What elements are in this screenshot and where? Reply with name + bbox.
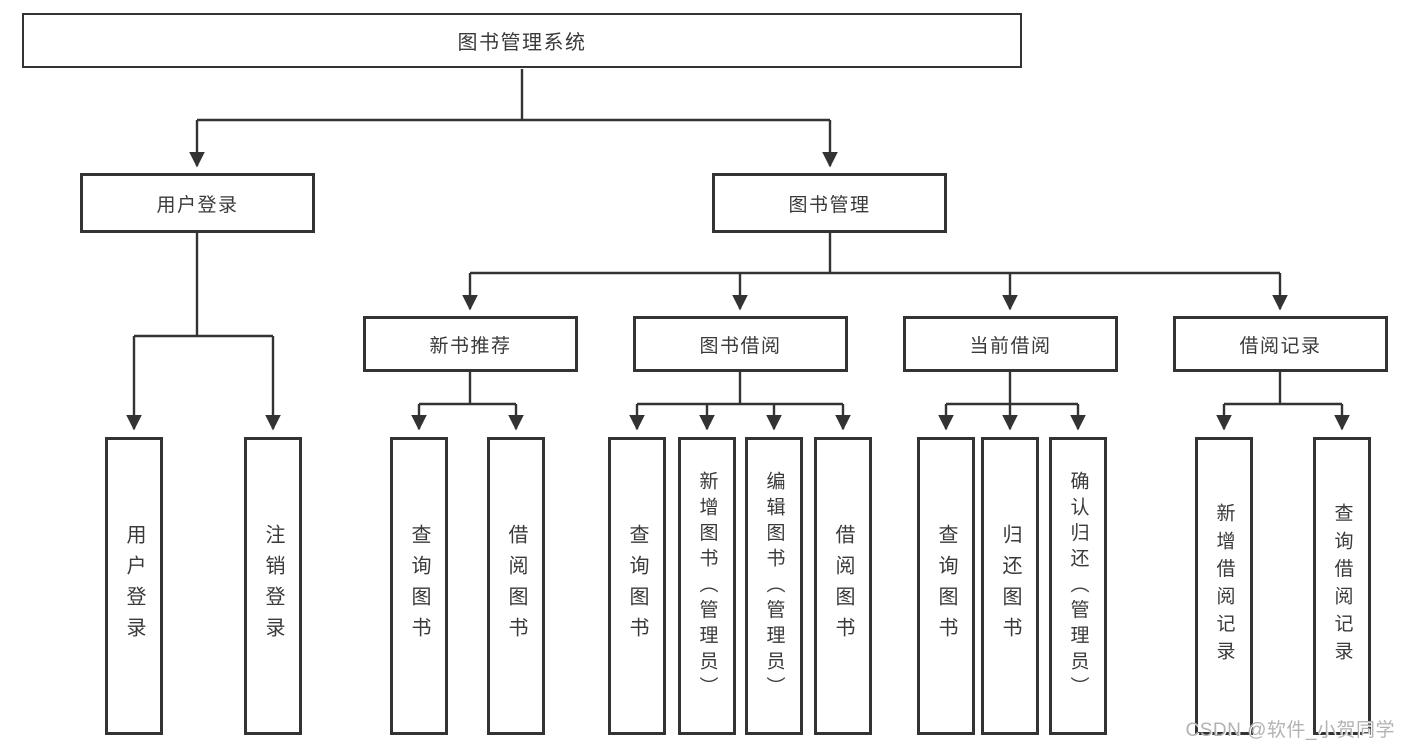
leaf-query-books-current: 查询图书 bbox=[917, 437, 975, 735]
node-user-login-branch: 用户登录 bbox=[80, 173, 315, 233]
node-borrowing-records: 借阅记录 bbox=[1173, 316, 1388, 372]
leaf-query-books-recommend: 查询图书 bbox=[390, 437, 448, 735]
connector-user-login-children bbox=[126, 232, 281, 431]
leaf-add-borrow-record: 新增借阅记录 bbox=[1195, 437, 1253, 735]
watermark-text: CSDN @软件_小贺同学 bbox=[1185, 720, 1395, 741]
leaf-return-books: 归还图书 bbox=[981, 437, 1039, 735]
leaf-user-login: 用户登录 bbox=[105, 437, 163, 735]
leaf-confirm-return-admin: 确认归还（管理员） bbox=[1049, 437, 1107, 735]
connector-current-borrow-children bbox=[938, 371, 1086, 431]
node-library-management-system: 图书管理系统 bbox=[22, 13, 1022, 68]
leaf-borrow-books-recommend: 借阅图书 bbox=[487, 437, 545, 735]
leaf-query-books-borrow: 查询图书 bbox=[608, 437, 666, 735]
node-book-borrowing: 图书借阅 bbox=[633, 316, 848, 372]
connector-borrow-records-children bbox=[1216, 371, 1350, 431]
node-current-borrowing: 当前借阅 bbox=[903, 316, 1118, 372]
connector-new-book-recommend-children bbox=[411, 371, 524, 431]
leaf-borrow-books: 借阅图书 bbox=[814, 437, 872, 735]
leaf-edit-book-admin: 编辑图书（管理员） bbox=[745, 437, 803, 735]
node-book-management: 图书管理 bbox=[712, 173, 947, 233]
leaf-query-borrow-record: 查询借阅记录 bbox=[1313, 437, 1371, 735]
connector-book-management-children bbox=[462, 232, 1288, 311]
leaf-logout: 注销登录 bbox=[244, 437, 302, 735]
node-new-book-recommendation: 新书推荐 bbox=[363, 316, 578, 372]
connector-book-borrow-children bbox=[629, 371, 851, 431]
leaf-add-book-admin: 新增图书（管理员） bbox=[678, 437, 736, 735]
connector-root-to-branches bbox=[189, 69, 838, 168]
